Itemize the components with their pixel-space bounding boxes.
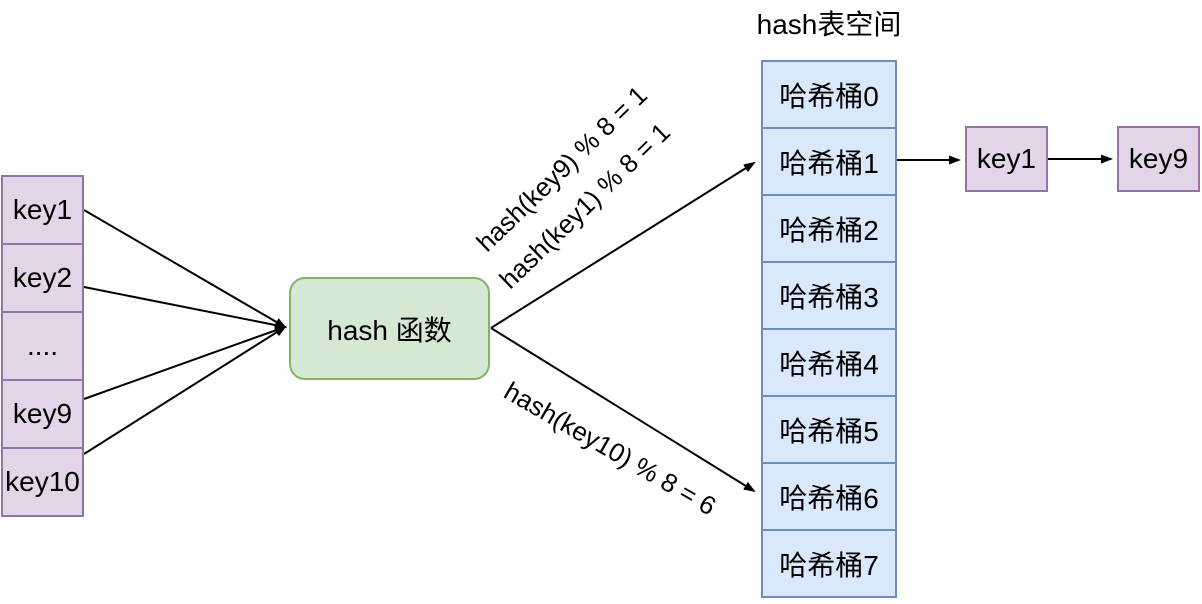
bucket-cell-4: 哈希桶4 xyxy=(763,328,895,395)
hash-function-box: hash 函数 xyxy=(289,277,490,380)
arrow-key1-to-hashfn xyxy=(83,209,287,329)
input-key-cell-key1: key1 xyxy=(12,194,73,225)
bucket-cell-1: 哈希桶1 xyxy=(763,127,895,194)
input-key-cell-ellipsis: .... xyxy=(3,311,82,379)
hash-table-title: hash表空间 xyxy=(756,9,902,40)
arrow-key9-to-hashfn xyxy=(83,326,287,400)
chain-node-key9: key9 xyxy=(1117,126,1200,192)
input-key-cell-key9: key9 xyxy=(3,379,82,447)
bucket-cell-3: 哈希桶3 xyxy=(763,261,895,328)
hash-bucket-array: 哈希桶0 哈希桶1 哈希桶2 哈希桶3 哈希桶4 哈希桶5 哈希桶6 哈希桶7 xyxy=(761,60,897,598)
bucket-cell-6: 哈希桶6 xyxy=(763,462,895,529)
bucket-cell-7: 哈希桶7 xyxy=(763,529,895,596)
input-key-list: key1 key2 .... key9 key10 xyxy=(1,175,84,517)
input-key-cell-key10: key10 xyxy=(3,447,82,515)
chain-node-key1: key1 xyxy=(965,126,1048,192)
bucket-cell-5: 哈希桶5 xyxy=(763,395,895,462)
arrow-key10-to-hashfn xyxy=(83,325,287,455)
bucket-cell-0: 哈希桶0 xyxy=(779,80,879,112)
input-key-cell-key2: key2 xyxy=(3,243,82,311)
edge-label-hash-key10: hash(key10) % 8 = 6 xyxy=(499,375,722,522)
bucket-cell-2: 哈希桶2 xyxy=(763,194,895,261)
arrow-key2-to-hashfn xyxy=(83,286,287,330)
